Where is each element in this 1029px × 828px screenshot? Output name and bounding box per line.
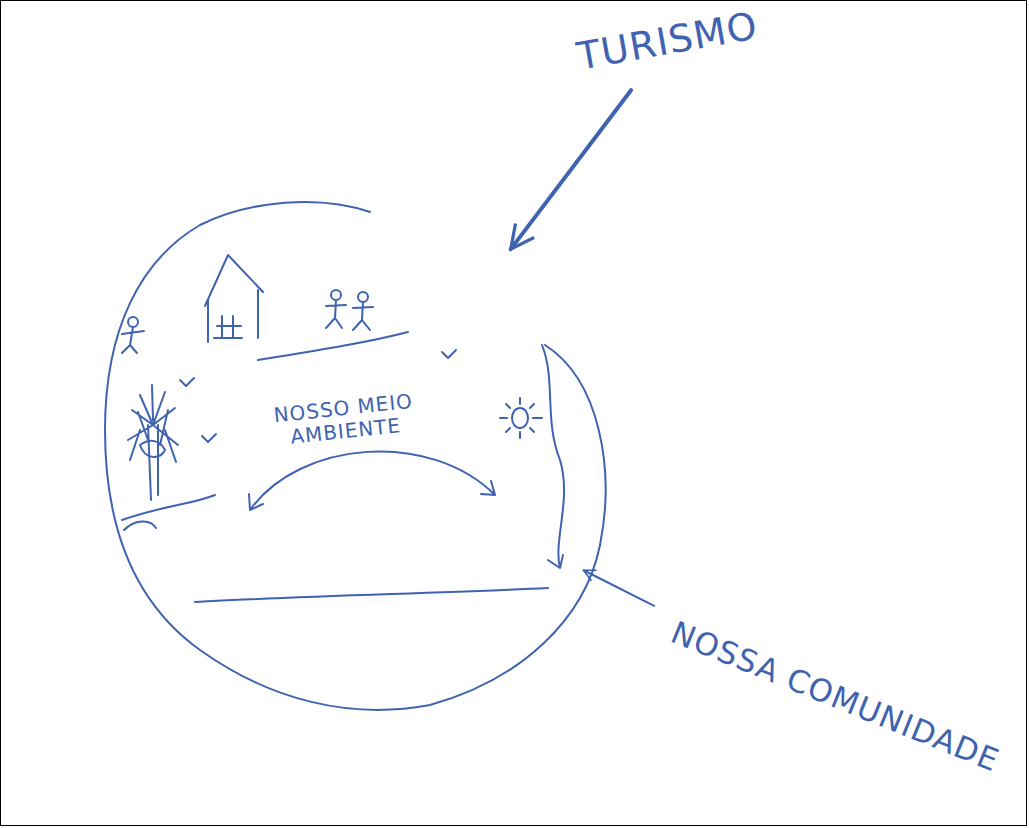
river-line bbox=[542, 345, 564, 568]
figure-head bbox=[331, 290, 341, 300]
community-label: NOSSA COMUNIDADE bbox=[654, 605, 1016, 790]
node-text: NOSSA COMUNIDADE bbox=[666, 615, 1004, 779]
text-holder: NOSSO MEIO AMBIENTE bbox=[250, 387, 439, 452]
bird-mark bbox=[180, 378, 194, 386]
tree-sketch bbox=[128, 385, 178, 500]
bird-mark bbox=[202, 434, 216, 442]
sun-symbol bbox=[500, 398, 542, 438]
cycle-arrow bbox=[249, 451, 495, 510]
figure-head bbox=[358, 292, 368, 302]
community-outline bbox=[100, 195, 610, 715]
figure-head bbox=[128, 317, 138, 327]
figure-body bbox=[353, 302, 373, 330]
tree-sketch bbox=[140, 441, 165, 457]
circle-outline bbox=[105, 202, 605, 710]
node-text: NOSSO MEIO AMBIENTE bbox=[250, 387, 439, 452]
sun-rays bbox=[500, 398, 542, 438]
influence-arrow bbox=[511, 90, 631, 249]
house-sketch bbox=[205, 255, 263, 342]
stick-figure bbox=[326, 290, 346, 328]
tourism-label: TURISMO bbox=[556, 0, 778, 90]
ground-line bbox=[122, 495, 215, 530]
sun-disc bbox=[512, 408, 528, 428]
stick-figure bbox=[122, 317, 144, 353]
node-text: TURISMO bbox=[574, 5, 761, 80]
figure-body bbox=[122, 327, 144, 353]
bird-mark bbox=[442, 350, 456, 358]
ground-line bbox=[258, 332, 408, 360]
influence-arrow bbox=[584, 570, 655, 606]
community-circle: NOSSO MEIO AMBIENTE bbox=[100, 195, 610, 715]
water-line bbox=[195, 588, 548, 602]
figure-body bbox=[326, 300, 346, 328]
stick-figure bbox=[353, 292, 373, 330]
